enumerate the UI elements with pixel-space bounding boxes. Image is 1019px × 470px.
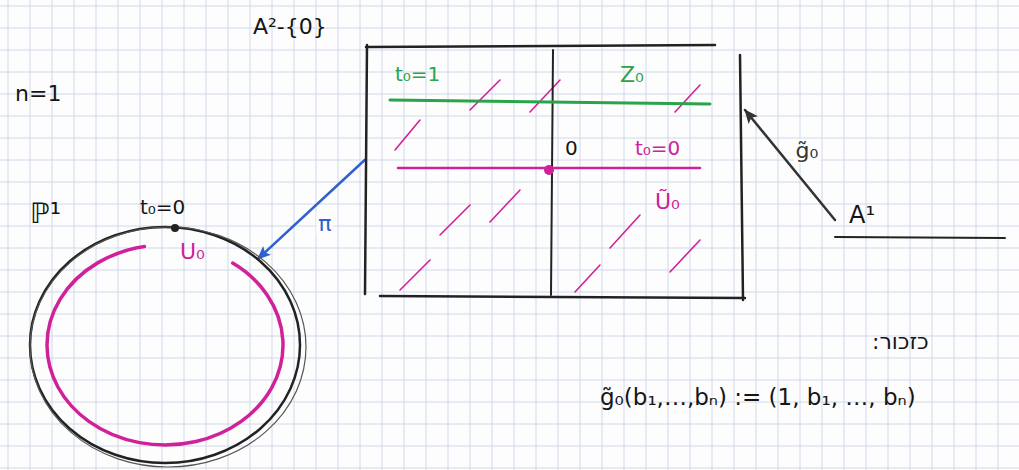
grid-line [0, 116, 1019, 117]
grid-line [470, 0, 471, 470]
map-arrow [745, 110, 835, 220]
grid-line [184, 0, 185, 470]
grid-line [0, 336, 1019, 337]
grid-line [580, 0, 581, 470]
grid-line [0, 6, 1019, 7]
hatch-stroke [470, 80, 500, 110]
space-name: ℙ¹ [30, 199, 61, 230]
grid-line [338, 0, 339, 470]
origin-dot [544, 165, 554, 175]
grid-line [0, 380, 1019, 381]
grid-line [514, 0, 515, 470]
frame-line [380, 296, 745, 298]
grid-line [294, 0, 295, 470]
hatch-stroke [530, 80, 560, 112]
grid-line [0, 424, 1019, 425]
grid-line [448, 0, 449, 470]
grid-line [0, 94, 1019, 95]
hatch-stroke [610, 215, 640, 248]
grid-line [0, 28, 1019, 29]
line-equation: t₀=0 [635, 137, 680, 159]
frame-line [366, 45, 715, 47]
grid-line [932, 0, 933, 470]
grid-line [0, 160, 1019, 161]
open-set-label: U₀ [180, 240, 205, 264]
circle-outline [30, 227, 306, 467]
grid-line [0, 358, 1019, 359]
case-note: n=1 [15, 82, 61, 106]
space-name: A¹ [849, 202, 875, 228]
punctured-plane-box: A²-{0}t₀=1Z₀t₀=00Ũ₀ [365, 45, 745, 300]
grid-line [0, 270, 1019, 271]
hatch-stroke [440, 205, 470, 235]
grid-line [954, 0, 955, 470]
hatch-stroke [400, 260, 430, 290]
grid-line [0, 138, 1019, 139]
open-set-arc [47, 247, 283, 445]
grid-line [228, 0, 229, 470]
grid-line [162, 0, 163, 470]
map-name: π [316, 212, 333, 236]
grid-line [360, 0, 361, 470]
open-set-label: Ũ₀ [655, 190, 680, 214]
hatch-stroke [670, 240, 700, 272]
formula: g̃₀(b₁,…,bₙ) := (1, b₁, …, bₙ) [600, 385, 916, 410]
grid-line [998, 0, 999, 470]
grid-line [30, 0, 31, 470]
line-t0-1 [390, 100, 710, 104]
origin-label: 0 [565, 137, 578, 159]
grid-line [250, 0, 251, 470]
hatch-stroke [490, 190, 520, 222]
grid-line [96, 0, 97, 470]
grid-line [382, 0, 383, 470]
hatch-stroke [675, 85, 700, 112]
grid-line [0, 468, 1019, 469]
affine-line-stroke [835, 237, 1005, 238]
set-label: Z₀ [620, 63, 644, 87]
grid-line [140, 0, 141, 470]
point-dot [171, 224, 179, 232]
point-label: t₀=0 [140, 196, 185, 218]
grid-line [0, 50, 1019, 51]
note-heading: כזכור: [872, 330, 929, 354]
frame-line [740, 55, 743, 300]
grid-line [8, 0, 9, 470]
projective-line-circle-outline [20, 195, 310, 465]
space-name: A²-{0} [253, 15, 327, 39]
grid-line [52, 0, 53, 470]
grid-line [0, 292, 1019, 293]
grid-line [0, 182, 1019, 183]
hatch-stroke [395, 120, 420, 150]
frame-line [365, 45, 367, 294]
grid-line [0, 248, 1019, 249]
grid-line [558, 0, 559, 470]
grid-line [272, 0, 273, 470]
grid-line [0, 314, 1019, 315]
grid-line [492, 0, 493, 470]
grid-line [536, 0, 537, 470]
line-equation: t₀=1 [395, 63, 440, 85]
map-name: g̃₀ [794, 139, 821, 163]
grid-line [976, 0, 977, 470]
affine-line: A¹ [835, 200, 1010, 240]
hatch-stroke [575, 265, 600, 292]
projective-line-circle: ℙ¹ t₀=0U₀ [20, 195, 310, 465]
grid-line [74, 0, 75, 470]
projection-arrow [258, 160, 365, 259]
grid-line [0, 72, 1019, 73]
grid-line [206, 0, 207, 470]
